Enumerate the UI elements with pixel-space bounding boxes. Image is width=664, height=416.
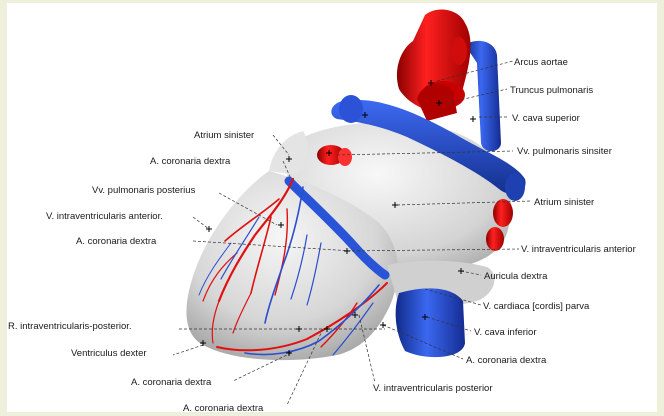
label-atrium-sinister-right: Atrium sinister	[534, 197, 594, 208]
diagram-frame: Arcus aortae Truncus pulmonaris V. cava …	[7, 3, 657, 412]
label-v-intraventricularis-anterior-right: V. intraventricularis anterior	[521, 244, 636, 255]
label-vv-pulmonaris-sinsiter: Vv. pulmonaris sinsiter	[517, 146, 612, 157]
label-a-coronaria-dextra-bottom: A. coronaria dextra	[183, 403, 264, 412]
pulmonary-vein-stub-right-lower	[486, 227, 504, 251]
label-a-coronaria-dextra-top: A. coronaria dextra	[150, 156, 231, 167]
vena-cava-superior-shape	[465, 41, 501, 151]
label-arcus-aortae: Arcus aortae	[514, 57, 568, 68]
label-auricula-dextra: Auricula dextra	[484, 271, 548, 282]
label-vv-pulmonaris-posterius: Vv. pulmonaris posterius	[92, 185, 196, 196]
label-a-coronaria-dextra-lower: A. coronaria dextra	[131, 377, 212, 388]
label-v-cava-inferior: V. cava inferior	[474, 327, 537, 338]
label-v-intraventricularis-anterior-left: V. intraventricularis anterior.	[46, 211, 163, 222]
label-ventriculus-dexter: Ventriculus dexter	[71, 348, 147, 359]
label-a-coronaria-dextra-left: A. coronaria dextra	[76, 236, 157, 247]
pulmonary-vein-stub-right-upper	[493, 199, 513, 227]
label-v-cava-superior: V. cava superior	[512, 113, 580, 124]
label-a-coronaria-dextra-right: A. coronaria dextra	[466, 355, 547, 366]
label-truncus-pulmonaris: Truncus pulmonaris	[510, 85, 593, 96]
heart-anatomy-diagram: Arcus aortae Truncus pulmonaris V. cava …	[7, 3, 657, 412]
label-v-intraventricularis-posterior: V. intraventricularis posterior	[373, 383, 493, 394]
vena-cava-inferior-shape	[396, 288, 465, 357]
label-atrium-sinister-top: Atrium sinister	[194, 130, 254, 141]
label-r-intraventricularis-posterior: R. intraventricularis-posterior.	[8, 321, 132, 332]
label-v-cardiaca-parva: V. cardiaca [cordis] parva	[483, 301, 590, 312]
